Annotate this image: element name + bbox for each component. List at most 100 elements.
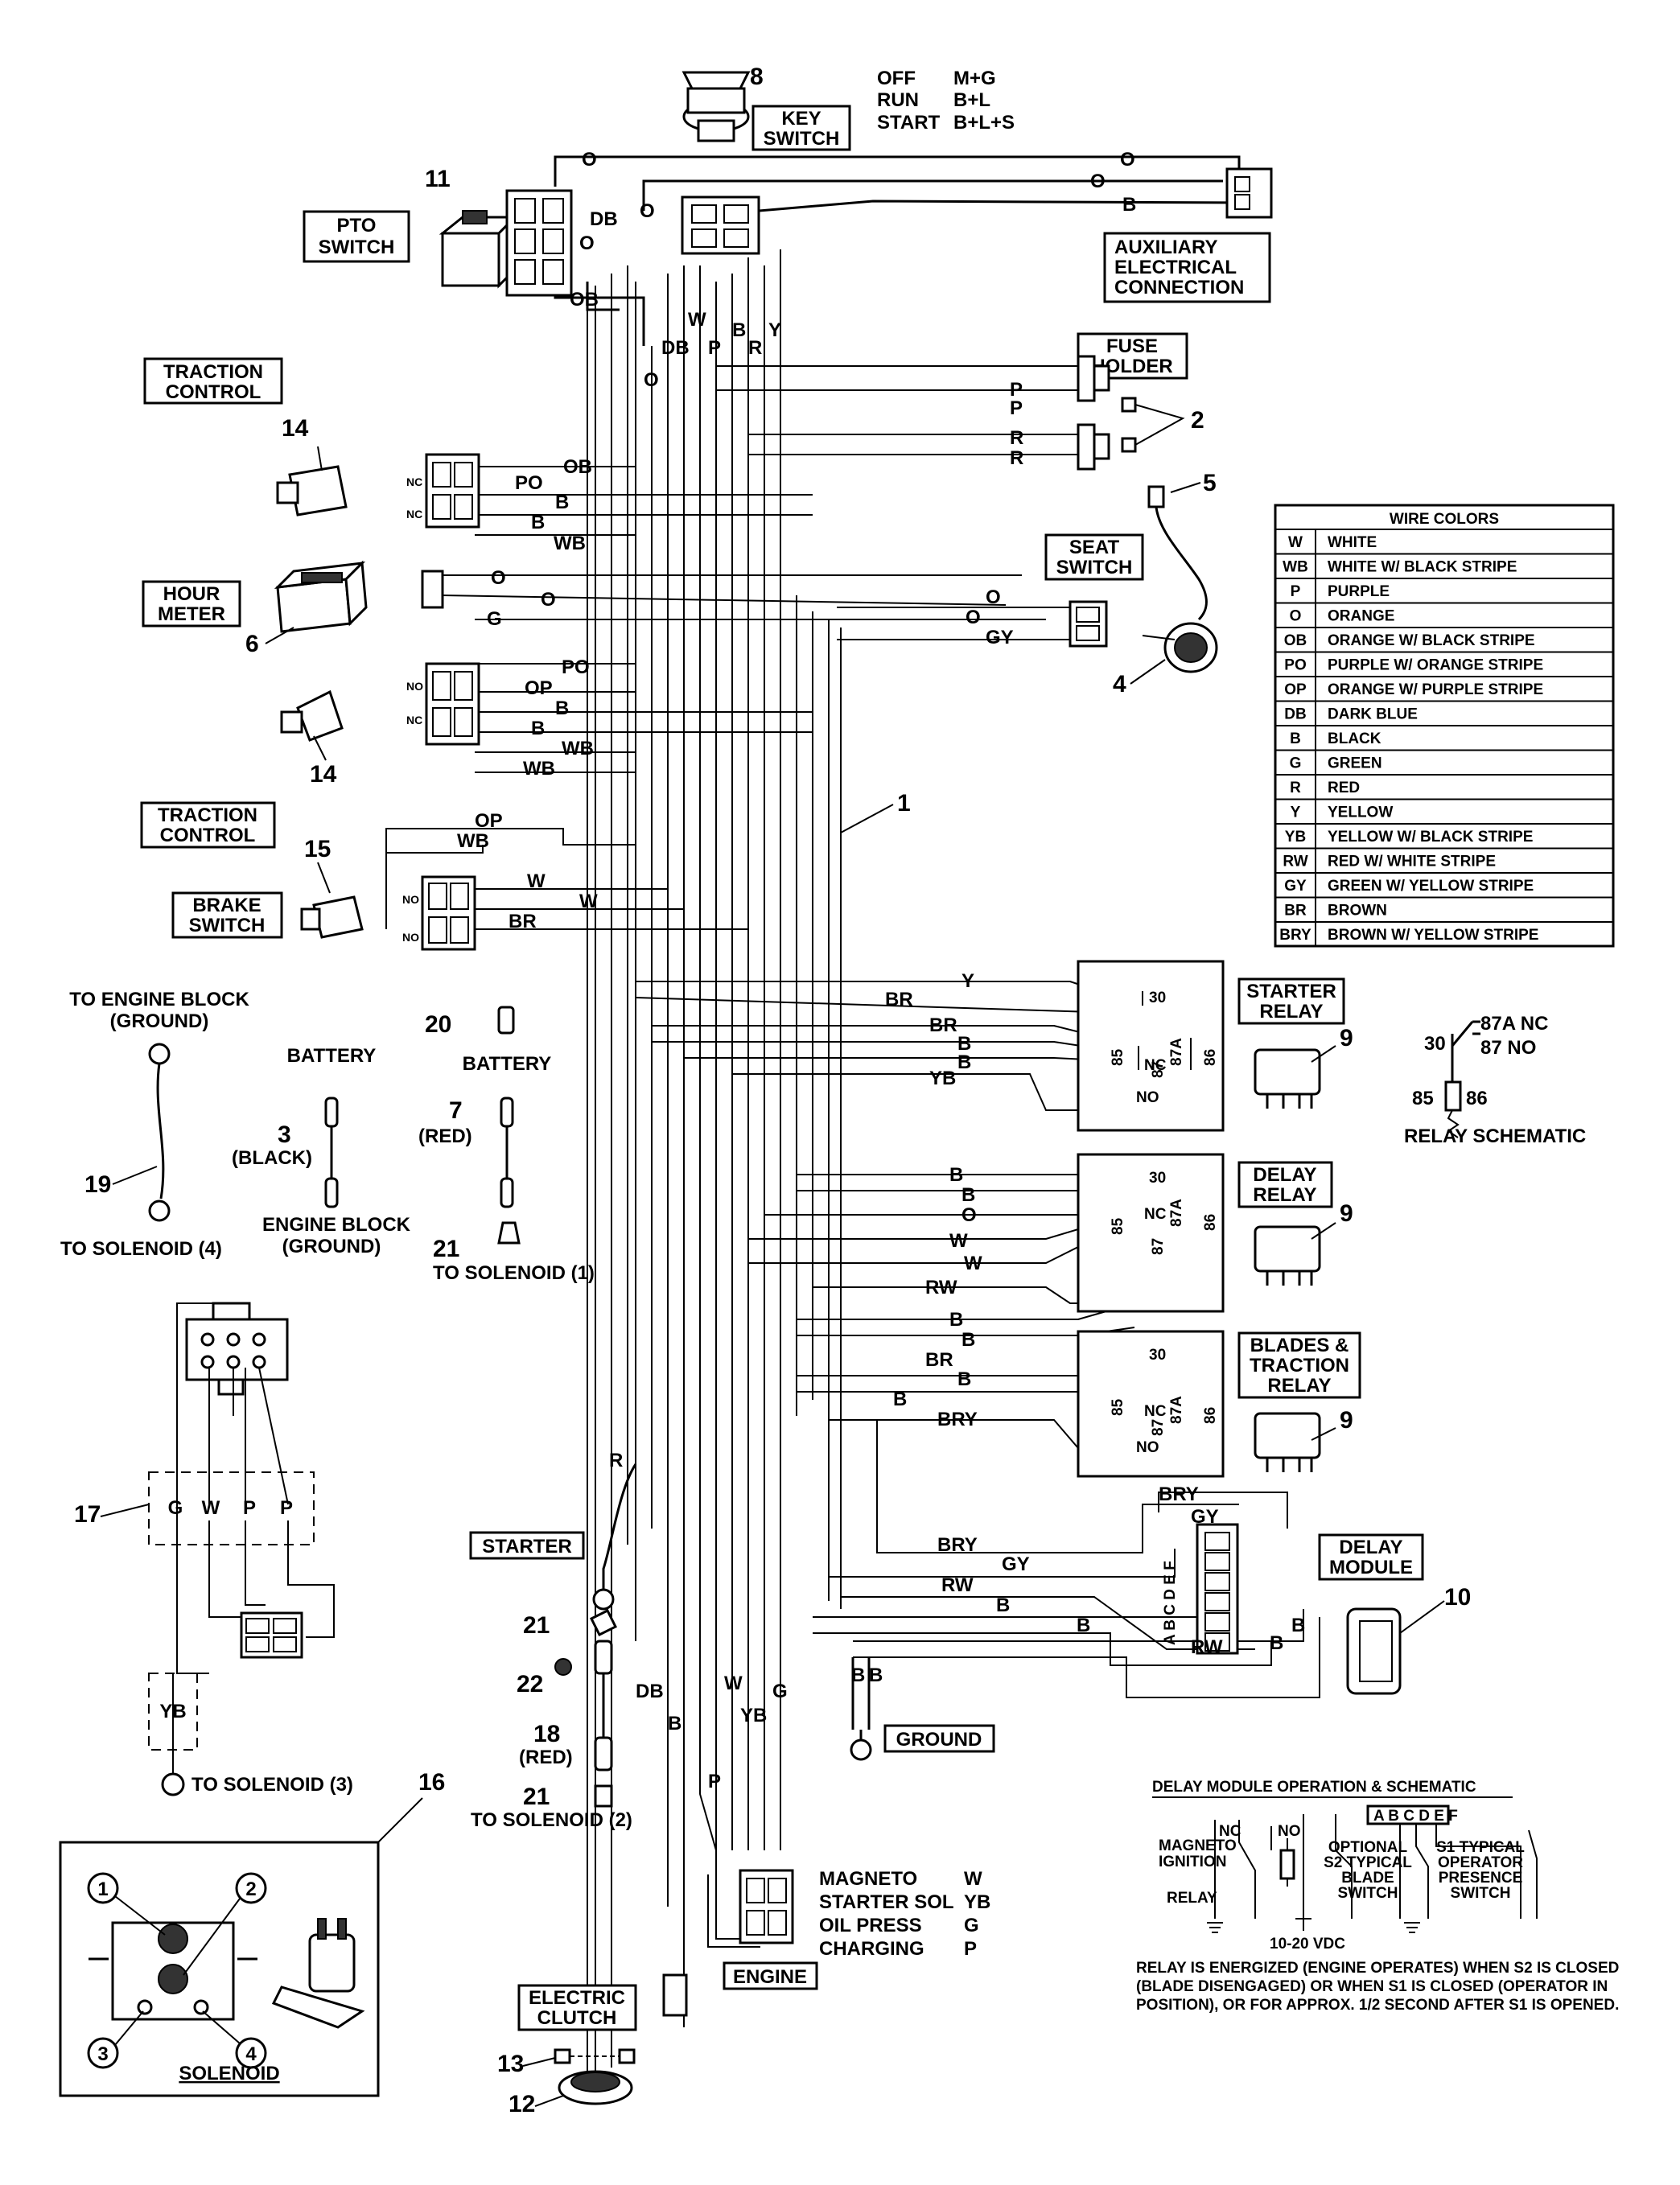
wire-color-code: P	[1291, 583, 1301, 600]
traction-top-label-box	[143, 357, 283, 405]
svg-text:TO SOLENOID (3): TO SOLENOID (3)	[191, 1774, 353, 1796]
svg-text:86: 86	[1466, 1088, 1488, 1109]
svg-text:WB: WB	[523, 758, 555, 780]
starter-cable	[554, 1463, 637, 1808]
svg-text:B: B	[961, 1184, 975, 1206]
svg-text:B: B	[957, 1033, 971, 1055]
svg-text:85: 85	[1412, 1088, 1434, 1109]
svg-text:W: W	[964, 1253, 982, 1274]
svg-text:30: 30	[1424, 1033, 1446, 1055]
hour-meter	[274, 560, 368, 633]
svg-text:OPERATOR: OPERATOR	[1438, 1854, 1523, 1871]
pto-connector	[505, 189, 573, 297]
wire-color-name: YELLOW W/ BLACK STRIPE	[1328, 829, 1533, 846]
svg-text:W: W	[579, 891, 598, 912]
svg-text:NO: NO	[402, 931, 419, 944]
svg-text:B: B	[1077, 1615, 1090, 1636]
svg-text:18: 18	[533, 1721, 560, 1747]
wire-color-code: BRY	[1279, 927, 1311, 944]
solenoid-terminals	[87, 1872, 267, 2069]
svg-text:17: 17	[74, 1501, 101, 1528]
svg-text:BATTERY: BATTERY	[463, 1053, 552, 1075]
svg-text:YB: YB	[740, 1705, 767, 1726]
delay-module-connector-cells	[1204, 1532, 1230, 1652]
delay-relay-box	[1077, 1153, 1225, 1313]
svg-text:GROUND: GROUND	[896, 1729, 982, 1751]
svg-text:RELAY IS ENERGIZED (ENGINE OPE: RELAY IS ENERGIZED (ENGINE OPERATES) WHE…	[1136, 1960, 1619, 1977]
svg-text:BR: BR	[885, 989, 913, 1010]
svg-text:BRY: BRY	[937, 1409, 978, 1430]
wire-color-code: DB	[1284, 706, 1306, 723]
svg-text:O: O	[541, 589, 556, 611]
svg-text:CLUTCH: CLUTCH	[537, 2007, 617, 2029]
pto-switch	[439, 210, 518, 289]
svg-text:WB: WB	[554, 533, 586, 554]
svg-text:WIRE COLORS: WIRE COLORS	[1390, 511, 1499, 528]
svg-text:ELECTRICAL: ELECTRICAL	[1114, 257, 1237, 278]
svg-text:B+L+S: B+L+S	[953, 112, 1015, 134]
svg-text:3: 3	[278, 1121, 291, 1148]
seat-sensor	[1142, 485, 1218, 673]
svg-text:DB: DB	[636, 1681, 664, 1702]
svg-text:BRAKE: BRAKE	[192, 895, 261, 916]
svg-text:87: 87	[1150, 1238, 1167, 1255]
svg-text:87A NC: 87A NC	[1480, 1013, 1548, 1035]
svg-text:O: O	[644, 369, 659, 391]
svg-text:ELECTRIC: ELECTRIC	[529, 1987, 625, 2009]
wire-color-name: RED	[1328, 780, 1360, 796]
svg-text:30: 30	[1149, 1170, 1166, 1187]
svg-text:START: START	[877, 112, 941, 134]
svg-text:RELAY: RELAY	[1167, 1890, 1217, 1907]
svg-text:YB: YB	[159, 1701, 186, 1722]
seat-connector	[1069, 600, 1108, 648]
svg-text:S2 TYPICAL: S2 TYPICAL	[1324, 1854, 1412, 1871]
svg-text:OP: OP	[475, 810, 503, 832]
svg-text:87A: 87A	[1168, 1038, 1185, 1066]
svg-text:3: 3	[97, 2043, 108, 2065]
svg-text:BR: BR	[925, 1349, 953, 1371]
svg-text:YB: YB	[964, 1891, 990, 1913]
svg-text:O: O	[961, 1204, 977, 1226]
ground-label-box	[883, 1724, 995, 1753]
svg-text:OB: OB	[570, 289, 599, 311]
svg-text:POSITION), OR FOR APPROX. 1/2: POSITION), OR FOR APPROX. 1/2 SECOND AFT…	[1136, 1997, 1619, 2014]
wire-color-name: GREEN W/ YELLOW STRIPE	[1328, 878, 1534, 895]
relay-part-starter	[1254, 1045, 1336, 1109]
svg-text:7: 7	[449, 1097, 463, 1124]
svg-text:87: 87	[1150, 1419, 1167, 1436]
wire-color-code: OB	[1284, 632, 1307, 649]
key-switch-positions: OFF M+G RUN B+L START B+L+S	[877, 68, 1015, 134]
traction-bottom-label-box	[140, 801, 276, 849]
traction-bottom-connector	[425, 662, 480, 746]
svg-text:STARTER: STARTER	[482, 1536, 572, 1557]
svg-text:OP: OP	[525, 677, 553, 699]
svg-text:WB: WB	[457, 830, 489, 852]
svg-text:METER: METER	[158, 603, 225, 625]
svg-text:RELAY: RELAY	[1259, 1001, 1323, 1023]
wire-color-name: ORANGE	[1328, 608, 1394, 625]
svg-text:4: 4	[1113, 671, 1126, 697]
wire-color-code: Y	[1291, 804, 1301, 821]
svg-text:19: 19	[84, 1171, 111, 1198]
key-switch-number: 8	[750, 64, 764, 90]
battery-cable-black	[324, 1097, 339, 1208]
svg-text:RELAY: RELAY	[1267, 1375, 1331, 1397]
pto-number: 11	[425, 166, 451, 192]
svg-text:86: 86	[1202, 1214, 1219, 1231]
svg-text:22: 22	[517, 1671, 543, 1697]
key-switch-label-2: SWITCH	[764, 128, 840, 150]
delay-module-connector	[1196, 1523, 1239, 1655]
fuse-number: 2	[1191, 407, 1204, 434]
branch-wires	[385, 365, 1086, 930]
engine-label-box	[723, 1961, 818, 1990]
traction-switch-bottom	[280, 689, 344, 742]
wire-color-name: GREEN	[1328, 755, 1382, 772]
wire-labels: O O O B O DB O OB W DB P B R Y O P P R R…	[402, 149, 1305, 1792]
svg-text:12: 12	[509, 2091, 535, 2117]
svg-text:86: 86	[1202, 1049, 1219, 1066]
svg-text:DELAY: DELAY	[1253, 1164, 1316, 1186]
svg-text:ENGINE BLOCK: ENGINE BLOCK	[262, 1214, 411, 1236]
svg-text:NO: NO	[1278, 1823, 1301, 1840]
electric-clutch	[554, 2048, 636, 2105]
